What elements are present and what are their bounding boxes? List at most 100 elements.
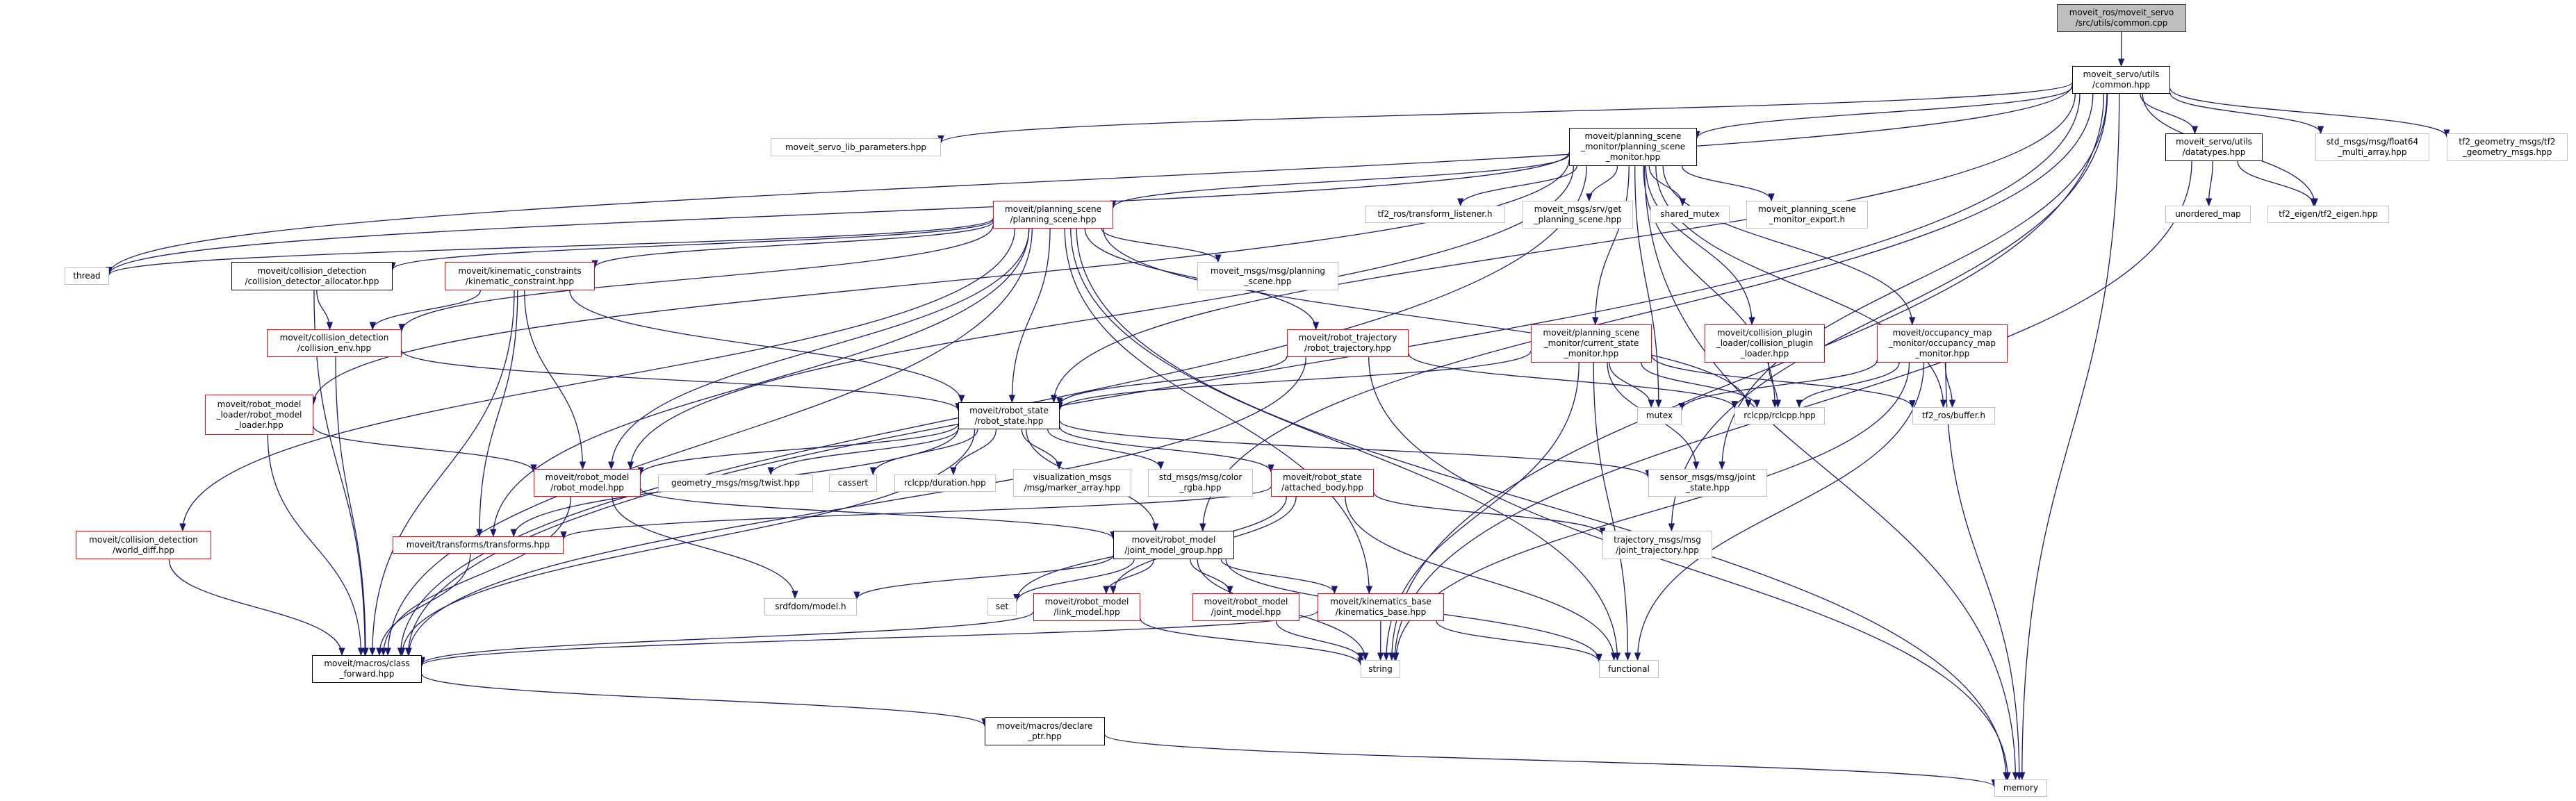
node-link-model[interactable]: moveit/robot_model/link_model.hpp	[1033, 593, 1140, 621]
edge-planning_scene-to-cda	[389, 219, 994, 271]
edge-csm-to-rclcpp	[1641, 362, 1761, 408]
edge-transforms-to-class_forward	[376, 553, 471, 657]
edge-kin_constraint-to-robot_model	[524, 290, 586, 470]
node-psm[interactable]: moveit/planning_scene_monitor/planning_s…	[1569, 128, 1697, 166]
node-label-line: _monitor/planning_scene	[1580, 142, 1686, 151]
node-label-line: geometry_msgs/msg/twist.hpp	[671, 478, 801, 488]
node-label-line: tf2_ros/buffer.h	[1922, 411, 1985, 420]
node-label-line: moveit/robot_state	[1283, 472, 1362, 482]
node-robot-model[interactable]: moveit/robot_model/robot_model.hpp	[534, 469, 641, 497]
node-attached[interactable]: moveit/robot_state/attached_body.hpp	[1271, 469, 1374, 497]
node-csm[interactable]: moveit/planning_scene_monitor/current_st…	[1531, 324, 1652, 363]
node-collision-env[interactable]: moveit/collision_detection/collision_env…	[267, 329, 402, 357]
node-label-line: /kinematic_constraint.hpp	[465, 276, 575, 286]
node-label-line: _monitor.hpp	[1605, 152, 1661, 162]
node-rml[interactable]: moveit/robot_model_loader/robot_model_lo…	[205, 395, 313, 435]
node-export: moveit_planning_scene_monitor_export.h	[1746, 201, 1868, 229]
node-label-line: _monitor.hpp	[1564, 349, 1619, 358]
edge-kinematics_base-to-class_forward	[418, 611, 1318, 667]
node-cassert: cassert	[829, 474, 877, 492]
node-label-line: shared_mutex	[1660, 209, 1720, 219]
node-label-line: _ptr.hpp	[1028, 731, 1062, 741]
node-string: string	[1361, 660, 1400, 678]
edge-psm-to-mutex	[1634, 165, 1662, 408]
node-label-line: moveit/robot_model	[1131, 534, 1216, 545]
node-datatypes[interactable]: moveit_servo/utils/datatypes.hpp	[2165, 133, 2263, 161]
edge-robot_model-to-class_forward	[380, 496, 571, 657]
node-label-line: thread	[73, 271, 101, 281]
edge-robot_state-to-attached	[1059, 426, 1274, 473]
node-label-line: /joint_model_group.hpp	[1124, 545, 1223, 555]
node-srdfdom: srdfdom/model.h	[764, 598, 857, 616]
node-declare-ptr[interactable]: moveit/macros/declare_ptr.hpp	[985, 717, 1105, 745]
node-label-line: _scene.hpp	[1244, 276, 1292, 286]
node-label-line: rclcpp/rclcpp.hpp	[1744, 411, 1816, 420]
node-label-line: tf2_eigen/tf2_eigen.hpp	[2279, 209, 2378, 219]
edge-link_model-to-class_forward	[418, 611, 1034, 666]
node-label-line: /planning_scene.hpp	[1010, 215, 1097, 224]
node-visualization: visualization_msgs/msg/marker_array.hpp	[1013, 469, 1131, 497]
edge-datatypes-to-tf2_eigen	[2237, 160, 2317, 207]
edge-csm-to-functional	[1593, 362, 1632, 661]
node-label-line: moveit/collision_detection	[89, 534, 198, 545]
edge-attached-to-functional	[1345, 496, 1618, 661]
node-world-diff[interactable]: moveit/collision_detection/world_diff.hp…	[76, 531, 211, 559]
node-robot-traj[interactable]: moveit/robot_trajectory/robot_trajectory…	[1287, 329, 1409, 357]
node-label-line: moveit_servo/utils	[2083, 69, 2160, 79]
node-planning-scene[interactable]: moveit/planning_scene/planning_scene.hpp	[993, 201, 1113, 229]
edge-common_hpp-to-float64	[2169, 92, 2324, 135]
node-label-line: /msg/marker_array.hpp	[1024, 483, 1121, 493]
edge-kin_constraint-to-transforms	[476, 290, 518, 538]
node-tf2-geom: tf2_geometry_msgs/tf2_geometry_msgs.hpp	[2447, 133, 2568, 161]
node-label-line: /common.hpp	[2092, 80, 2150, 90]
node-label-line: moveit_planning_scene	[1758, 204, 1856, 214]
edge-planning_scene-to-memory	[1076, 228, 2010, 781]
node-joint-model[interactable]: moveit/robot_model/joint_model.hpp	[1192, 593, 1299, 621]
node-transforms[interactable]: moveit/transforms/transforms.hpp	[393, 536, 564, 554]
node-label-line: srdfdom/model.h	[775, 602, 846, 611]
edge-jmg-to-joint_model	[1190, 559, 1233, 595]
edge-robot_state-to-cassert	[869, 429, 978, 476]
node-kinematics-base[interactable]: moveit/kinematics_base/kinematics_base.h…	[1318, 593, 1444, 621]
edge-occupancy-to-memory	[1945, 362, 2023, 781]
node-label-line: /joint_trajectory.hpp	[1616, 545, 1699, 555]
node-label-line: _forward.hpp	[339, 669, 395, 679]
edge-planning_scene-to-robot_state	[1008, 228, 1051, 404]
node-robot-state[interactable]: moveit/robot_state/robot_state.hpp	[958, 402, 1060, 429]
node-label-line: moveit/planning_scene	[1543, 328, 1640, 338]
node-class-forward[interactable]: moveit/macros/class_forward.hpp	[312, 655, 422, 683]
node-thread: thread	[65, 267, 109, 285]
node-jmg[interactable]: moveit/robot_model/joint_model_group.hpp	[1113, 531, 1234, 559]
node-label-line: moveit_msgs/srv/get	[1534, 204, 1622, 214]
node-label-line: mutex	[1646, 411, 1673, 420]
node-label-line: moveit/kinematics_base	[1330, 597, 1431, 606]
node-label-line: /attached_body.hpp	[1281, 483, 1363, 493]
node-mutex: mutex	[1637, 407, 1682, 424]
edge-planning_scene-to-robot_model	[608, 228, 1030, 470]
node-label-line: trajectory_msgs/msg	[1614, 534, 1701, 545]
node-label-line: moveit/robot_model	[217, 399, 302, 409]
node-label-line: /collision_env.hpp	[297, 343, 372, 353]
edge-occupancy-to-functional	[1634, 362, 1925, 661]
edge-planning_scene-to-msg_ps	[1101, 228, 1222, 263]
node-label-line: _state.hpp	[1685, 483, 1730, 493]
node-label-line: _monitor/occupancy_map	[1888, 338, 1996, 348]
edge-csm-to-robot_state	[1056, 351, 1532, 411]
node-occupancy[interactable]: moveit/occupancy_map_monitor/occupancy_m…	[1877, 324, 2008, 363]
node-label-line: moveit/planning_scene	[1005, 204, 1101, 214]
edge-link_model-to-string	[1140, 618, 1364, 666]
node-common-hpp[interactable]: moveit_servo/utils/common.hpp	[2072, 66, 2170, 94]
node-lib-params: moveit_servo_lib_parameters.hpp	[771, 138, 941, 156]
node-cpl[interactable]: moveit/collision_plugin_loader/collision…	[1705, 324, 1825, 363]
edge-psm-to-memory	[1643, 165, 2019, 781]
node-tf2-eigen: tf2_eigen/tf2_eigen.hpp	[2267, 206, 2389, 223]
node-label-line: moveit/transforms/transforms.hpp	[406, 540, 550, 550]
node-label-line: _monitor_export.h	[1769, 215, 1846, 224]
node-root[interactable]: moveit_ros/moveit_servo/src/utils/common…	[2057, 4, 2186, 32]
edge-robot_traj-to-robot_state	[1056, 356, 1288, 406]
node-label-line: /src/utils/common.cpp	[2075, 18, 2168, 28]
node-cda[interactable]: moveit/collision_detection/collision_det…	[231, 262, 393, 290]
node-kin-constraint[interactable]: moveit/kinematic_constraints/kinematic_c…	[445, 262, 595, 290]
node-traj-msgs: trajectory_msgs/msg/joint_trajectory.hpp	[1602, 531, 1712, 559]
